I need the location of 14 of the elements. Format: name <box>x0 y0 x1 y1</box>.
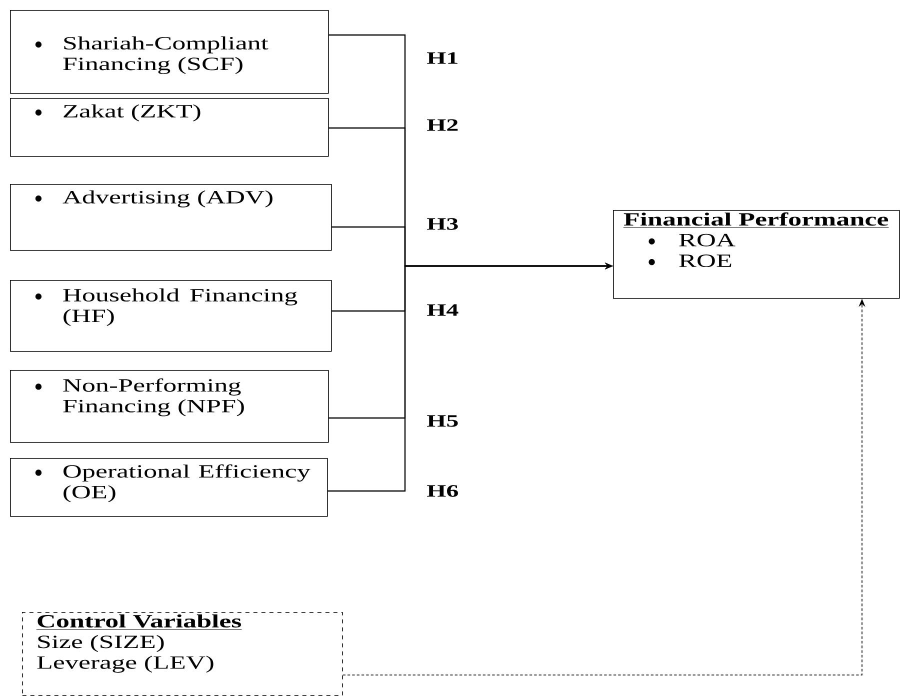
variable-box: Shariah-Compliant Financing (SCF) <box>10 10 329 94</box>
edge-label: H2 <box>427 119 458 131</box>
variable-box: Zakat (ZKT) <box>10 98 329 157</box>
variable-box: Household Financing (HF) <box>10 280 332 352</box>
edge-label: H6 <box>427 485 458 497</box>
variable-box: Advertising (ADV) <box>10 184 332 251</box>
edge-label: H5 <box>427 415 458 427</box>
outcome-box: Financial Performance ROA ROE <box>613 210 900 299</box>
edge-label: H3 <box>427 218 458 230</box>
edge-label: H1 <box>427 52 458 64</box>
variable-box: Non-Performing Financing (NPF) <box>10 370 329 443</box>
control-variables-box: Control Variables Size (SIZE) Leverage (LEV) <box>22 612 343 696</box>
edge-label: H4 <box>427 304 458 316</box>
variable-box: Operational Efficiency (OE) <box>10 458 328 517</box>
